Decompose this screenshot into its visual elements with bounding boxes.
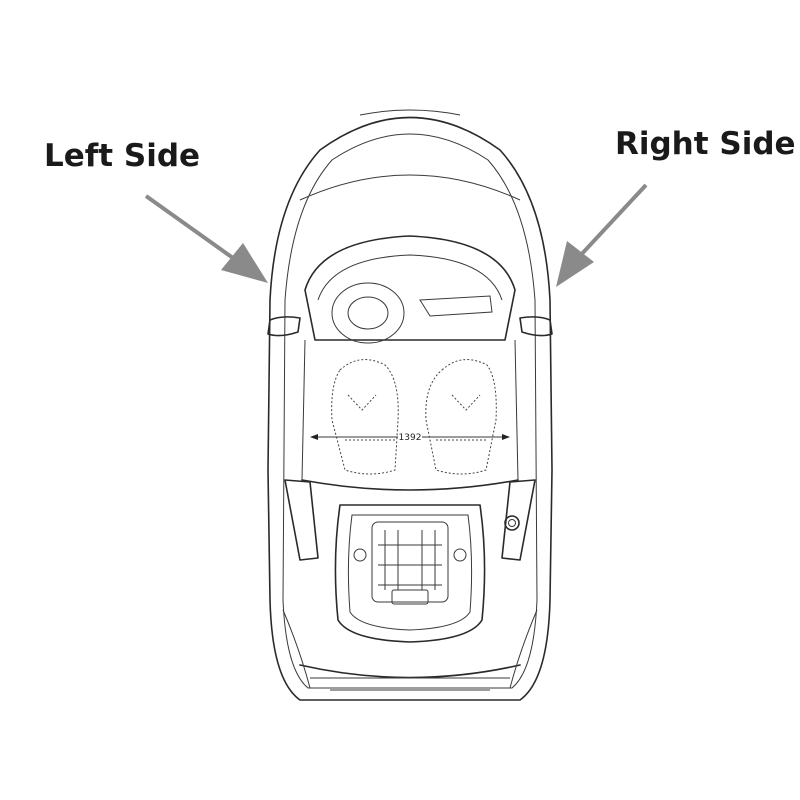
right-side-intake [501, 479, 536, 561]
right-side-label: Right Side [615, 126, 796, 162]
left-mirror [267, 316, 301, 337]
car-body: 1392 [267, 109, 553, 701]
right-seat [425, 359, 497, 475]
left-side-label: Left Side [44, 138, 201, 174]
left-side-intake [284, 479, 319, 561]
width-dimension-value: 1392 [399, 433, 422, 443]
engine-bay [334, 504, 486, 643]
left-seat [331, 359, 399, 475]
right-mirror [519, 316, 553, 337]
left-side-arrow [144, 194, 268, 283]
engine [353, 521, 467, 605]
fuel-cap [504, 515, 520, 531]
right-side-arrow [556, 183, 648, 287]
